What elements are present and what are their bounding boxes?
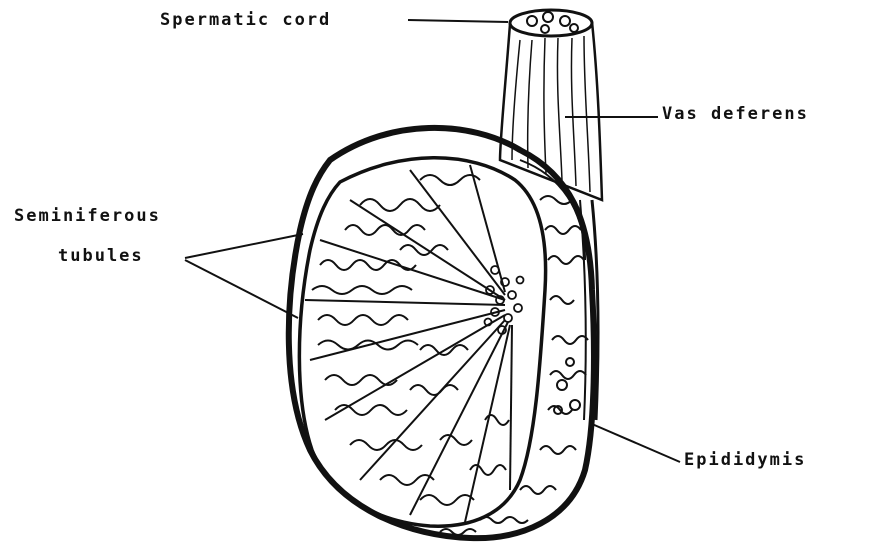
- leader-spermatic-cord: [408, 20, 508, 22]
- label-spermatic-cord: Spermatic cord: [160, 12, 331, 29]
- label-epididymis: Epididymis: [684, 452, 806, 469]
- label-seminiferous: Seminiferous: [14, 208, 161, 225]
- testis-body: [289, 128, 594, 538]
- label-vas-deferens: Vas deferens: [662, 106, 809, 123]
- label-tubules: tubules: [58, 248, 144, 265]
- epididymis-drawing: [440, 160, 588, 535]
- leader-epididymis: [592, 424, 680, 462]
- spermatic-cord-drawing: [500, 10, 602, 420]
- leader-seminiferous-a: [185, 234, 303, 258]
- leader-seminiferous-b: [185, 260, 298, 318]
